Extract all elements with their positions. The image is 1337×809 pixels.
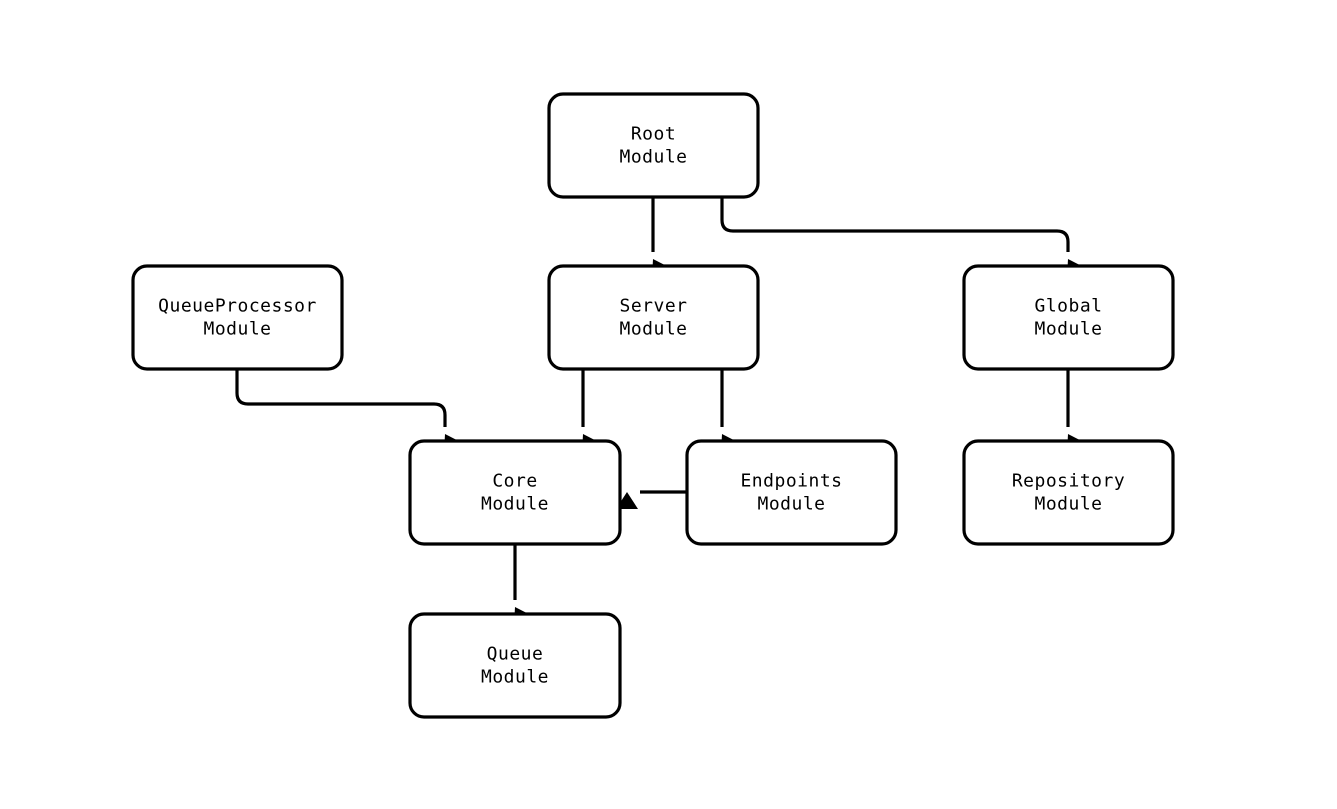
node-label-line2: Module (619, 319, 687, 340)
node-label-line2: Module (481, 667, 549, 688)
node-label-line2: Module (619, 147, 687, 168)
nodes-layer: RootModuleQueueProcessorModuleServerModu… (131, 92, 1175, 719)
node-box[interactable] (962, 264, 1175, 371)
node-label-line2: Module (203, 319, 271, 340)
node-box[interactable] (408, 439, 622, 546)
node-label-line1: Global (1034, 296, 1102, 317)
node-box[interactable] (547, 264, 760, 371)
node-label-line1: Repository (1012, 471, 1125, 492)
node-box[interactable] (408, 612, 622, 719)
node-box[interactable] (547, 92, 760, 199)
node-box[interactable] (685, 439, 898, 546)
node-label-line1: Queue (487, 644, 544, 665)
edge-line (720, 197, 1070, 252)
edge-endpoints-core (616, 490, 687, 509)
node-label-line1: Root (631, 124, 676, 145)
node-box[interactable] (962, 439, 1175, 546)
edges-layer (235, 197, 1087, 628)
node-label-line1: Server (619, 296, 687, 317)
node-label-line2: Module (1034, 319, 1102, 340)
node-label-line1: Core (492, 471, 537, 492)
node-label-line2: Module (757, 494, 825, 515)
node-label-line1: Endpoints (740, 471, 842, 492)
node-label-line2: Module (1034, 494, 1102, 515)
edge-line (235, 369, 447, 427)
node-label-line1: QueueProcessor (158, 296, 317, 317)
node-label-line2: Module (481, 494, 549, 515)
node-box[interactable] (131, 264, 344, 371)
